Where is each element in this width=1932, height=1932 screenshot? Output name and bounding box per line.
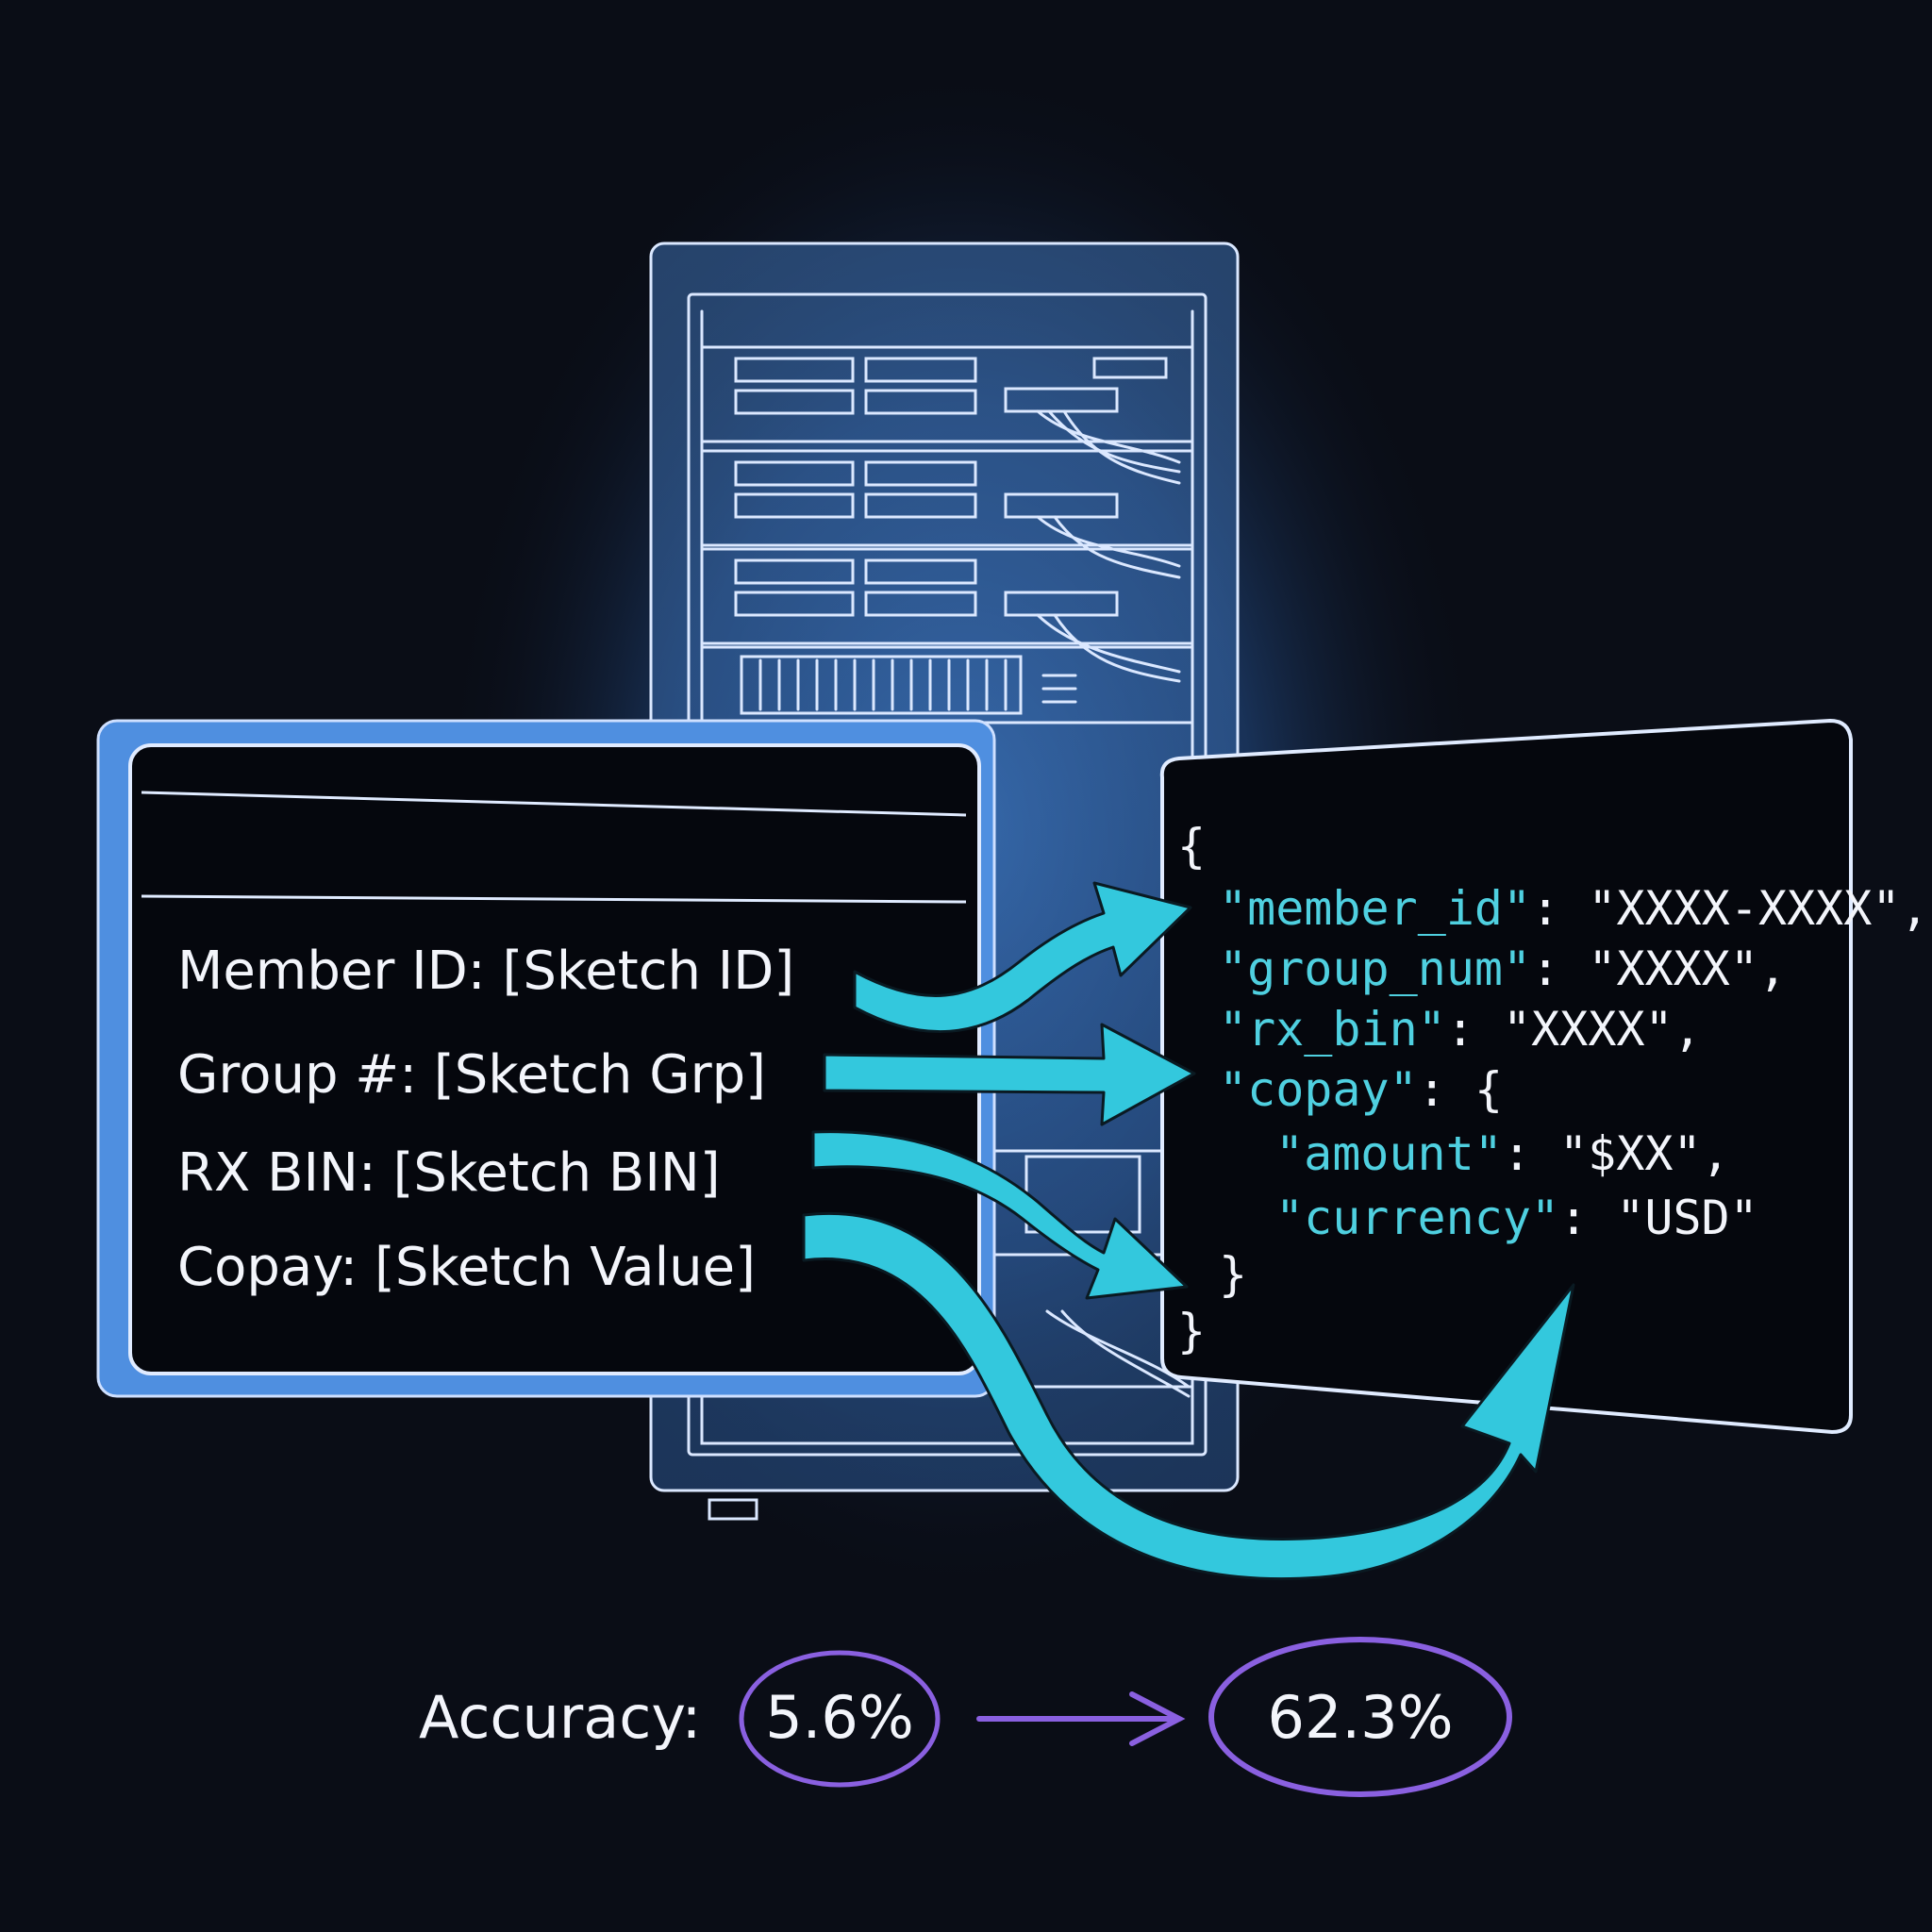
server-unit: [700, 449, 1194, 579]
accuracy-arrow-icon: [976, 1691, 1186, 1746]
json-line-amount: "amount": "$XX",: [1275, 1126, 1730, 1181]
server-unit: [700, 645, 1194, 724]
accuracy-after-circle: [1208, 1637, 1512, 1797]
json-line-group-num: "group_num": "XXXX",: [1219, 941, 1787, 996]
insurance-card: Member ID: [Sketch ID] Group #: [Sketch …: [96, 719, 996, 1398]
arrow-group-num: [823, 1023, 1196, 1126]
accuracy-after-value: 62.3%: [1268, 1683, 1454, 1752]
mapping-arrows: [802, 881, 1575, 1581]
accuracy-metric: Accuracy: 5.6% 62.3%: [419, 1637, 1512, 1797]
arrow-member-id: [853, 881, 1192, 1034]
card-field-group-number: Group #: [Sketch Grp]: [177, 1044, 766, 1106]
server-unit: [700, 547, 1194, 683]
card-field-copay: Copay: [Sketch Value]: [177, 1237, 756, 1298]
card-field-member-id: Member ID: [Sketch ID]: [177, 941, 794, 1002]
arrow-copay: [802, 1211, 1575, 1581]
json-close-inner-brace: }: [1219, 1247, 1247, 1302]
json-line-member-id: "member_id": "XXXX-XXXX",: [1219, 881, 1929, 936]
arrow-rx-bin: [811, 1130, 1189, 1300]
accuracy-label: Accuracy:: [419, 1683, 701, 1752]
json-line-copay: "copay": {: [1219, 1062, 1503, 1117]
card-field-rx-bin: RX BIN: [Sketch BIN]: [177, 1142, 721, 1204]
json-close-brace: }: [1177, 1304, 1206, 1358]
card-header-line: [141, 894, 967, 904]
card-header-line: [141, 791, 967, 817]
json-line-rx-bin: "rx_bin": "XXXX",: [1219, 1002, 1702, 1057]
accuracy-before-circle: [739, 1650, 941, 1788]
json-line-currency: "currency": "USD": [1275, 1191, 1758, 1245]
accuracy-before-value: 5.6%: [765, 1683, 914, 1752]
json-open-brace: {: [1177, 819, 1206, 874]
json-output-panel: { "member_id": "XXXX-XXXX", "group_num":…: [1159, 718, 1929, 1435]
server-unit: [700, 345, 1194, 485]
